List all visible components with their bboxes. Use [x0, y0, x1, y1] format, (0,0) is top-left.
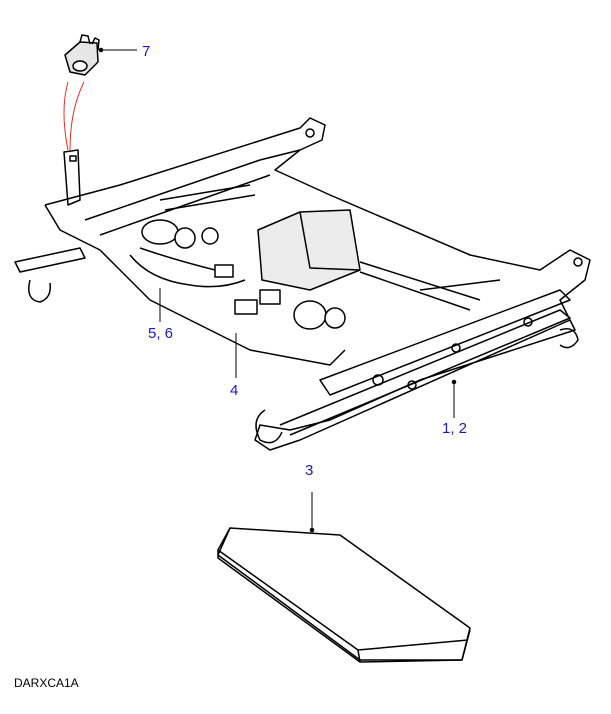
- clip-prongs: [79, 34, 100, 51]
- callout-4: 4: [230, 382, 239, 399]
- drawing-code: DARXCA1A: [14, 676, 79, 690]
- seat-rails: [14, 247, 579, 444]
- callout-1-2: 1, 2: [442, 420, 468, 437]
- wiring-harness: [129, 247, 281, 315]
- seat-motors: [141, 184, 501, 330]
- clip-hole: [72, 60, 88, 72]
- clip-part-7: [64, 34, 100, 76]
- clip-mounting-bracket: [63, 149, 81, 206]
- leader-7-dot: [98, 47, 104, 53]
- control-module-part-3: [217, 527, 471, 663]
- callout-3: 3: [305, 462, 314, 479]
- leader-3-dot: [309, 527, 315, 533]
- frame-fasteners: [305, 128, 583, 390]
- seat-frame: [44, 117, 591, 451]
- clip-fitment-guide-lines: [63, 81, 85, 151]
- callout-5-6: 5, 6: [148, 325, 174, 342]
- bracket-slot: [69, 155, 77, 162]
- leader-1-2-dot: [451, 379, 457, 385]
- callout-7: 7: [142, 43, 151, 60]
